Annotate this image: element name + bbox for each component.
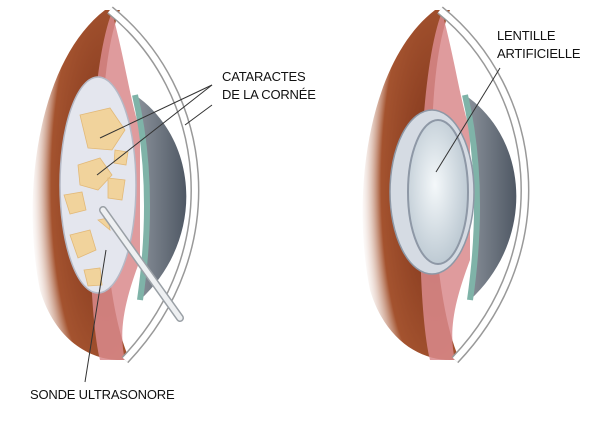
probe-label: SONDE ULTRASONORE xyxy=(30,387,175,402)
artificial-lens-label: LENTILLE ARTIFICIELLE xyxy=(497,28,581,61)
eye-with-cataract xyxy=(32,6,200,364)
cataracts-label: CATARACTES DE LA CORNÉE xyxy=(222,69,316,102)
eye-with-artificial-lens xyxy=(362,6,530,364)
artificial-lens xyxy=(407,119,469,265)
leader-lines xyxy=(84,67,501,383)
ultrasound-probe xyxy=(99,206,184,322)
cataract-fragments xyxy=(63,107,129,287)
